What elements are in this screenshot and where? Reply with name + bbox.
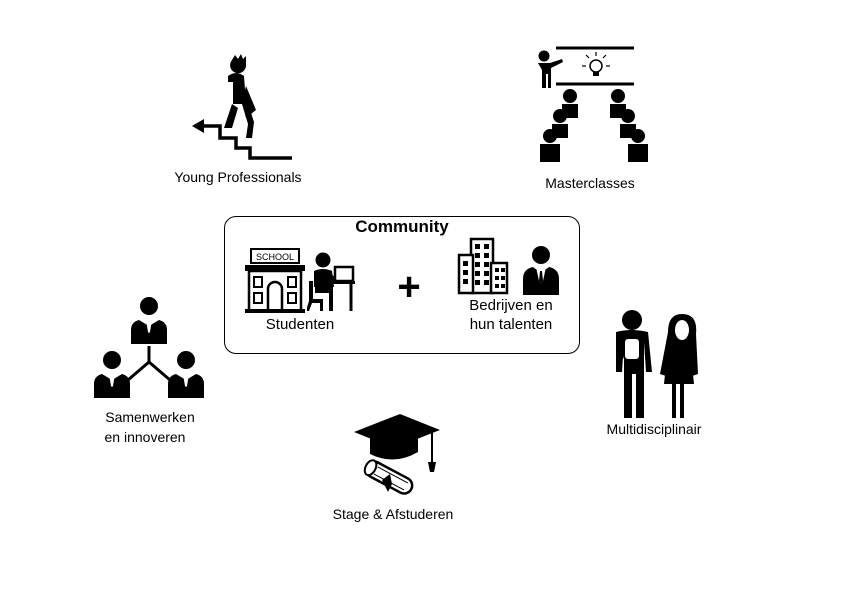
samenwerken-label-line1: Samenwerken <box>105 409 195 425</box>
plus-sign: + <box>397 265 421 309</box>
young-professionals-label: Young Professionals <box>174 169 302 185</box>
graduation-cap-diploma-icon <box>354 414 440 495</box>
samenwerken-label-line2: en innoveren <box>104 429 186 445</box>
classroom-presentation-icon <box>538 46 648 162</box>
two-students-icon <box>616 310 698 418</box>
student-at-laptop-icon <box>307 252 355 311</box>
masterclasses-label: Masterclasses <box>545 175 635 191</box>
team-network-icon <box>94 297 204 398</box>
multidisciplinair-label: Multidisciplinair <box>606 421 702 437</box>
office-buildings-icon <box>457 237 509 295</box>
stairs-climber-icon <box>192 54 292 160</box>
community-box: Community SCHOOL Studenten + <box>224 216 580 354</box>
businessman-icon <box>523 246 559 295</box>
school-sign-text: SCHOOL <box>256 252 294 262</box>
school-building-icon: SCHOOL <box>245 248 305 313</box>
studenten-label: Studenten <box>265 316 335 333</box>
bedrijven-label-line2: hun talenten <box>469 316 553 333</box>
community-title: Community <box>355 217 449 236</box>
stage-afstuderen-label: Stage & Afstuderen <box>332 506 454 522</box>
bedrijven-label-line1: Bedrijven en <box>469 297 553 314</box>
